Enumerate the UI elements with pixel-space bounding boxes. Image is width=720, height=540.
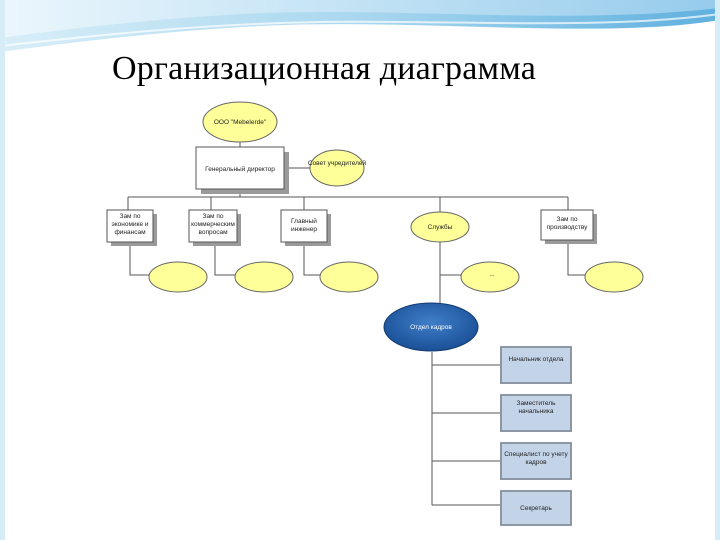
node-owners-council-label: Совет учредителей [308,159,367,167]
connector-services-sub [439,241,462,276]
node-deputy-commercial-line1: Зам по [203,213,224,220]
node-hr-specialist: Специалист по учету кадров [500,442,572,480]
node-production-sub [584,261,644,293]
node-root-label: ООО "Mebelerde" [214,119,267,126]
node-deputy-production-line2: производству [547,224,589,231]
slide-title: Организационная диаграмма [112,50,537,87]
node-deputy-economics-line2: экономике и [111,221,148,228]
node-chief-engineer: Главный инженер [280,209,331,246]
connector-lines [127,141,586,506]
node-general-director: Генеральный директор [195,146,289,194]
node-hr-department-label: Отдел кадров [410,324,452,331]
node-deputy-economics: Зам по экономике и финансам [106,209,157,246]
node-services: Службы [410,211,470,243]
node-chief-engineer-line1: Главный [291,217,317,225]
node-hr-deputy-line1: Заместитель [517,400,557,407]
connector-engineer-sub [303,244,322,276]
right-edge-stripe [715,0,720,540]
connector-commercial-sub [214,244,236,276]
node-deputy-economics-line1: Зам по [120,213,141,220]
node-hr-head-label: Начальник отдела [508,356,563,363]
node-hr-specialist-line2: кадров [525,459,547,466]
node-deputy-production: Зам по производству [540,209,597,244]
node-hr-secretary: Секретарь [500,490,572,526]
left-edge-stripe [0,0,5,540]
node-commercial-sub [234,261,294,293]
node-services-sub: ... [460,261,520,293]
node-deputy-commercial-line2: коммерческим [191,221,235,228]
node-engineer-sub [319,261,379,293]
node-services-sub-label: ... [489,271,495,278]
node-hr-department: Отдел кадров [383,302,479,352]
connector-economics-sub [129,244,152,276]
node-deputy-economics-line3: финансам [114,229,146,236]
node-chief-engineer-line2: инженер [291,226,317,233]
node-hr-specialist-line1: Специалист по учету [504,451,568,458]
top-band-stripe [0,13,720,47]
node-deputy-commercial-line3: вопросам [198,229,228,236]
node-hr-deputy-line2: начальника [518,408,553,415]
node-deputy-commercial: Зам по коммерческим вопросам [188,209,241,246]
node-hr-secretary-label: Секретарь [520,505,552,512]
node-services-label: Службы [428,223,453,231]
node-hr-deputy: Заместитель начальника [500,394,572,432]
node-owners-council: Совет учредителей [308,149,367,187]
node-root: ООО "Mebelerde" [202,101,278,143]
node-hr-head: Начальник отдела [500,346,572,384]
node-deputy-production-line1: Зам по [557,216,578,223]
node-economics-sub [148,261,208,293]
top-band-highlight [0,0,720,38]
node-general-director-label: Генеральный директор [205,165,275,173]
connector-production-sub [567,241,586,276]
